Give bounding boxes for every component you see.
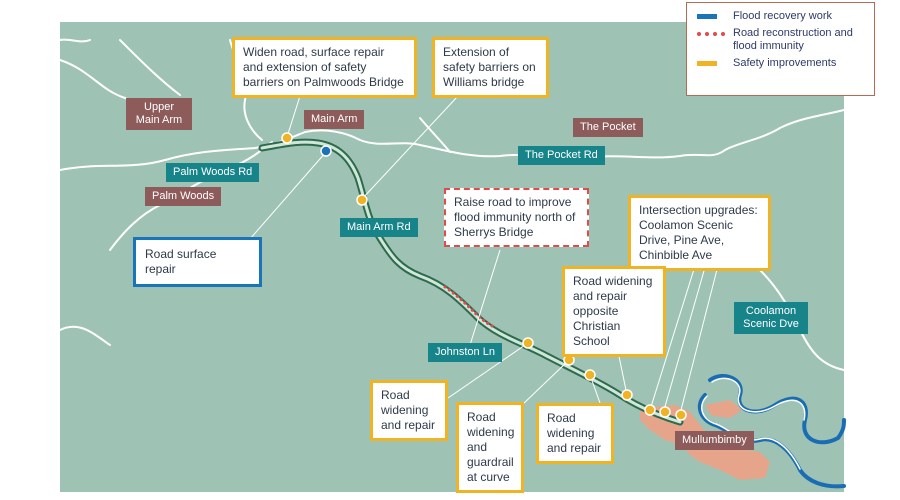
safety-marker-chinbible-ave (675, 409, 687, 421)
safety-marker-palmwoods-bridge (281, 132, 293, 144)
legend-label: Flood recovery work (733, 10, 833, 22)
callout-widening-repair-2: Road widening and repair (536, 403, 614, 464)
legend-label: Safety improvements (733, 57, 837, 69)
road-label-palm-woods-rd: Palm Woods Rd (166, 163, 260, 182)
place-label-upper-main-arm: Upper Main Arm (126, 98, 192, 130)
legend-label: Road reconstruction and flood immunity (733, 27, 853, 52)
creek-branch-2 (119, 39, 181, 96)
road-label-the-pocket-rd: The Pocket Rd (518, 146, 605, 165)
callout-palmwoods-bridge: Widen road, surface repair and extension… (232, 37, 417, 98)
safety-marker-pine-ave (659, 406, 671, 418)
legend-swatch-blue-bar (697, 10, 723, 23)
flood-recovery-marker (320, 145, 332, 157)
safety-marker-widening-2 (584, 369, 596, 381)
creek-southwest (59, 325, 111, 346)
road-label-main-arm-rd: Main Arm Rd (340, 218, 418, 237)
road-label-coolamon-scenic-dve: Coolamon Scenic Dve (734, 302, 808, 334)
creek-upper (59, 38, 91, 43)
legend-swatch-yellow-bar (697, 57, 723, 70)
legend-swatch-red-dots (697, 27, 725, 40)
callout-road-surface-repair: Road surface repair (133, 237, 262, 287)
safety-marker-coolamon (644, 404, 656, 416)
creek-pocket (419, 117, 451, 153)
legend: Flood recovery work Road reconstruction … (686, 2, 875, 96)
callout-widening-repair-1: Road widening and repair (370, 380, 448, 441)
callout-sherrys-bridge: Raise road to improve flood immunity nor… (444, 188, 589, 247)
place-label-palm-woods: Palm Woods (145, 187, 222, 206)
road-label-johnston-ln: Johnston Ln (428, 343, 502, 362)
creek-main (59, 109, 845, 171)
place-label-the-pocket: The Pocket (573, 118, 643, 137)
safety-marker-williams-bridge (356, 194, 368, 206)
callout-williams-bridge: Extension of safety barriers on Williams… (432, 37, 549, 98)
leader-lines (249, 95, 723, 415)
legend-item-road-reconstruction: Road reconstruction and flood immunity (697, 27, 864, 53)
callout-intersection-upgrades: Intersection upgrades: Coolamon Scenic D… (628, 195, 771, 271)
legend-item-flood-recovery: Flood recovery work (697, 10, 864, 23)
callout-christian-school: Road widening and repair opposite Christ… (562, 266, 666, 357)
place-label-main-arm: Main Arm (304, 110, 365, 129)
main-arm-road-fill (260, 140, 682, 424)
place-label-mullumbimby: Mullumbimby (675, 431, 754, 450)
safety-marker-guardrail (522, 337, 534, 349)
safety-marker-christian-school (621, 389, 633, 401)
safety-markers (281, 132, 687, 421)
callout-guardrail-curve: Road widening and guardrail at curve (456, 402, 524, 493)
legend-item-safety: Safety improvements (697, 57, 864, 70)
